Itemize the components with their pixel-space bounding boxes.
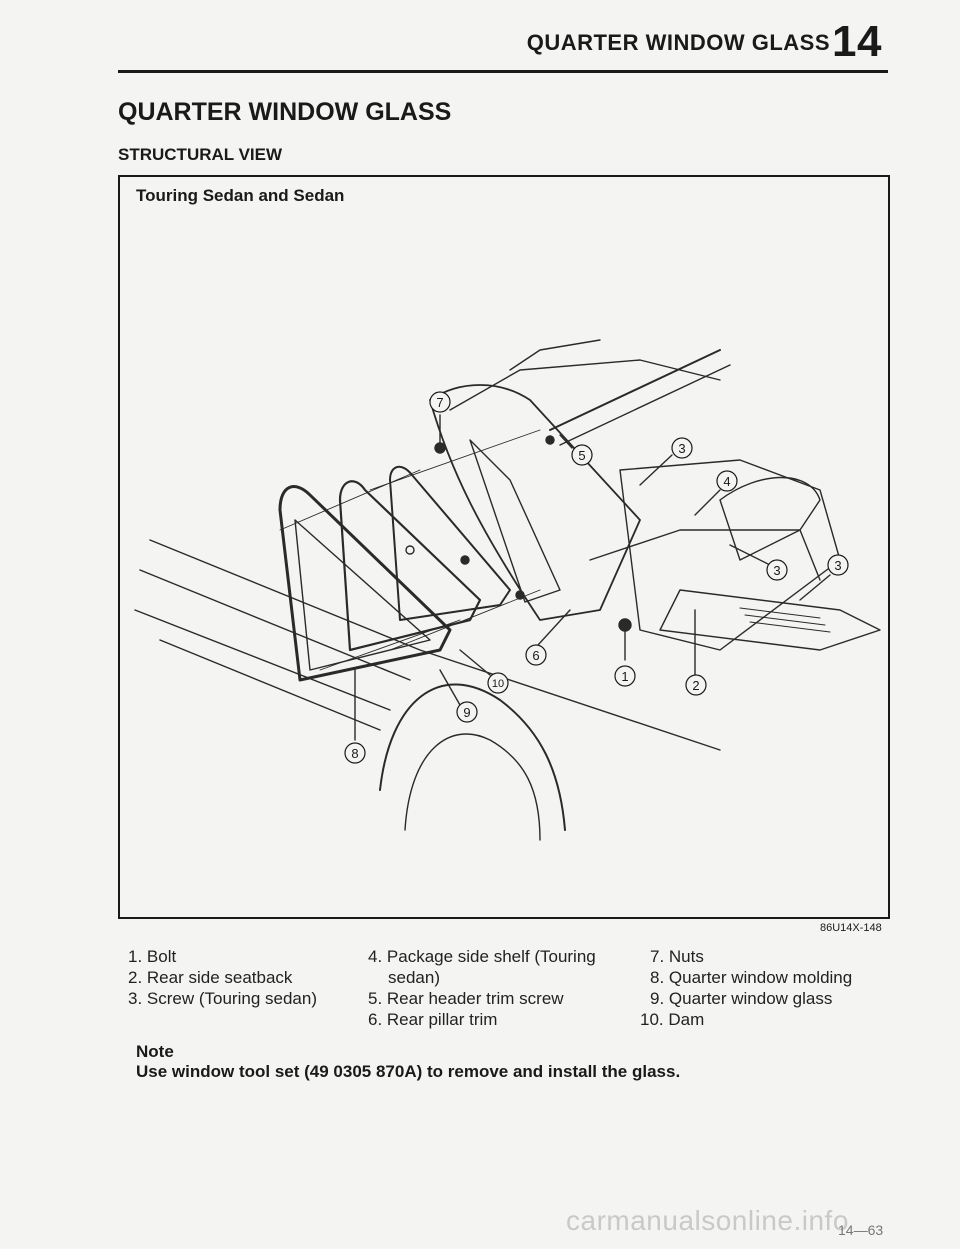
callout-circle-3	[671, 437, 693, 459]
roof-line	[509, 339, 601, 371]
legend-column-2: 4. Package side shelf (Touring sedan) 5.…	[368, 946, 596, 1030]
callout-circle-4	[716, 470, 738, 492]
legend-item: 6. Rear pillar trim	[368, 1010, 498, 1029]
callout-7: 7	[436, 395, 443, 410]
clip-5	[545, 435, 555, 445]
legend-item-continuation: sedan)	[388, 968, 440, 987]
section-heading: STRUCTURAL VIEW	[118, 145, 283, 164]
quarter-window-glass	[338, 480, 482, 652]
legend-item: 9. Quarter window glass	[650, 989, 833, 1008]
wheel-arch	[379, 683, 566, 831]
figure-id: 86U14X-148	[820, 922, 882, 934]
callout-circle-9	[456, 701, 478, 723]
quarter-window-molding	[278, 485, 452, 682]
legend-item: 1. Bolt	[128, 947, 177, 966]
running-header: QUARTER WINDOW GLASS14	[526, 20, 882, 64]
legend-item: 7. Nuts	[650, 947, 704, 966]
legend-column-3: 7. Nuts 8. Quarter window molding 9. Qua…	[640, 946, 852, 1030]
callout-3: 3	[678, 441, 685, 456]
callout-1: 1	[621, 669, 628, 684]
watermark: carmanualsonline.info	[566, 1205, 849, 1236]
callout-6: 6	[532, 648, 539, 663]
bolt-1	[618, 618, 632, 632]
callout-10: 10	[492, 678, 504, 690]
callout-3: 3	[773, 563, 780, 578]
callout-4: 4	[723, 474, 730, 489]
side-trim-hatch	[739, 607, 831, 633]
callout-circle-1	[614, 665, 636, 687]
running-header-title: QUARTER WINDOW GLASS	[526, 30, 831, 55]
package-shelf-edge	[589, 529, 821, 581]
clip	[515, 590, 525, 600]
legend-item-text: 4. Package side shelf (Touring	[368, 947, 596, 966]
side-trim	[659, 589, 881, 651]
callout-circle-3	[766, 559, 788, 581]
legend-item: 8. Quarter window molding	[650, 968, 853, 987]
callout-circle-2	[685, 674, 707, 696]
header-rail	[559, 364, 731, 446]
roof-line	[449, 359, 721, 411]
quarter-window-molding-inner	[294, 519, 431, 671]
callout-2: 2	[692, 678, 699, 693]
callout-5: 5	[578, 448, 585, 463]
body-line	[134, 609, 391, 711]
legend-item: 2. Rear side seatback	[128, 968, 293, 987]
seatback	[719, 476, 821, 561]
header-rule	[118, 70, 888, 73]
note-label: Note	[136, 1042, 174, 1061]
exploded-guide	[279, 429, 541, 671]
legend-column-1: 1. Bolt 2. Rear side seatback 3. Screw (…	[128, 946, 317, 1009]
leader-line	[729, 544, 771, 566]
callout-8: 8	[351, 746, 358, 761]
callout-circle-10	[487, 672, 509, 694]
legend-item: 5. Rear header trim screw	[368, 989, 564, 1008]
wheel-arch-inner	[404, 733, 541, 841]
callout-circle-6	[525, 644, 547, 666]
clip-7	[434, 442, 446, 454]
callout-3: 3	[834, 558, 841, 573]
section-number: 14	[832, 17, 882, 66]
body-line	[149, 539, 721, 751]
callout-circle-3	[827, 554, 849, 576]
structural-diagram: 7 5 3 4 3 3 6 1 2 10 9 8	[134, 339, 881, 841]
figure-title: Touring Sedan and Sedan	[136, 186, 345, 205]
dam	[389, 465, 511, 621]
clip	[405, 545, 415, 555]
callout-circle-5	[571, 444, 593, 466]
figure-frame	[118, 175, 890, 919]
rear-pillar-trim	[429, 384, 641, 621]
leader-line	[694, 489, 721, 516]
body-line	[139, 569, 411, 681]
leader-line	[799, 574, 831, 601]
callout-circle-8	[344, 742, 366, 764]
page-title: QUARTER WINDOW GLASS	[118, 98, 452, 126]
pillar-window-cutout	[469, 439, 561, 603]
leader-line	[439, 669, 461, 706]
callout-9: 9	[463, 705, 470, 720]
leader-line	[537, 609, 571, 646]
body-line	[159, 639, 381, 731]
legend-item: 4. Package side shelf (Touring sedan)	[368, 946, 596, 988]
callout-circle-7	[429, 391, 451, 413]
leader-line	[459, 649, 491, 676]
leader-line	[639, 454, 673, 486]
page-number: 14—63	[838, 1222, 884, 1238]
leader-line	[559, 434, 573, 449]
note-text: Use window tool set (49 0305 870A) to re…	[136, 1062, 681, 1081]
legend-item: 10. Dam	[640, 1010, 705, 1029]
clip	[460, 555, 470, 565]
header-rail	[549, 349, 721, 431]
legend-item: 3. Screw (Touring sedan)	[128, 989, 317, 1008]
